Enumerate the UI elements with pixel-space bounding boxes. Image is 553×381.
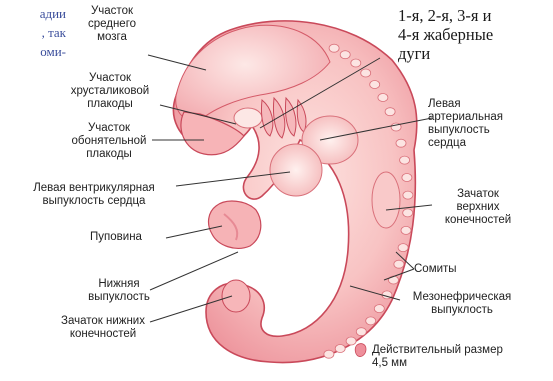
somite-bead: [401, 226, 411, 234]
somite-bead: [324, 350, 334, 358]
label-mesonephric: Мезонефрическая выпуклость: [402, 291, 522, 317]
label-lower-limb: Зачаток нижних конечностей: [50, 315, 156, 341]
somite-bead: [389, 276, 399, 284]
somite-bead: [340, 51, 350, 59]
lens-placode: [234, 108, 262, 128]
somite-bead: [402, 174, 412, 182]
somite-bead: [394, 260, 404, 268]
label-arterial-bulge: Левая артериальная выпуклость сердца: [428, 98, 548, 150]
somite-bead: [370, 81, 380, 89]
label-olfactory-placode: Участок обонятельной плакоды: [66, 122, 152, 161]
somite-bead: [403, 191, 413, 199]
label-somites: Сомиты: [414, 263, 494, 276]
somite-bead: [403, 209, 413, 217]
lower-limb-bud: [222, 280, 250, 312]
somite-bead: [356, 328, 366, 336]
label-ventricular-bulge: Левая вентрикулярная выпуклость сердца: [4, 182, 184, 208]
label-pharyngeal-arches: 1-я, 2-я, 3-я и 4-я жаберные дуги: [398, 6, 548, 63]
somite-bead: [361, 69, 371, 77]
somite-bead: [385, 108, 395, 116]
ventricular-heart-bulge: [270, 144, 322, 196]
somite-bead: [346, 337, 356, 345]
label-midbrain: Участок среднего мозга: [72, 5, 152, 44]
somite-bead: [400, 156, 410, 164]
somite-bead: [396, 139, 406, 147]
somite-bead: [335, 345, 345, 353]
somite-bead: [398, 244, 408, 252]
label-lens-placode: Участок хрусталиковой плакоды: [62, 72, 158, 111]
upper-limb-bud: [372, 172, 400, 228]
somite-bead: [329, 44, 339, 52]
label-lower-prominence: Нижняя выпуклость: [84, 278, 154, 304]
actual-size-note: Действительный размер 4,5 мм: [372, 344, 548, 370]
somite-bead: [378, 94, 388, 102]
label-umbilical-cord: Пуповина: [66, 231, 166, 244]
somite-bead: [351, 59, 361, 67]
label-upper-limb: Зачаток верхних конечностей: [430, 188, 526, 227]
somite-bead: [374, 305, 384, 313]
actual-size-figure: [355, 344, 366, 357]
somite-bead: [366, 317, 376, 325]
